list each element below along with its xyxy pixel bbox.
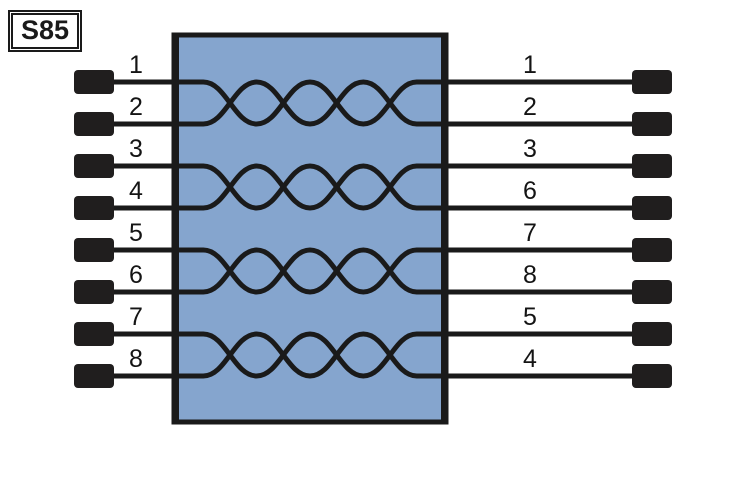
pin-label-group: 1 2 3 4 5 6 7 8 1 2 3 6 7 8 5 4	[129, 51, 537, 373]
right-pin-label-7: 7	[523, 219, 537, 247]
left-pin-label-7: 7	[129, 303, 143, 331]
figure-label-badge: S85	[8, 10, 83, 53]
right-connector-pad-1[interactable]	[632, 70, 672, 94]
right-pin-label-4: 4	[523, 345, 537, 373]
pair-3-4-strand-1	[187, 163, 433, 211]
pair-7-8-strand-1	[187, 331, 433, 379]
left-pin-label-2: 2	[129, 93, 143, 121]
right-pin-label-1: 1	[523, 51, 537, 79]
left-connector-pad-6[interactable]	[74, 280, 114, 304]
pair-7-8-strand-2	[187, 331, 433, 379]
left-connector-pad-4[interactable]	[74, 196, 114, 220]
right-pin-label-3: 3	[523, 135, 537, 163]
left-pin-label-3: 3	[129, 135, 143, 163]
right-connector-pad-2[interactable]	[632, 112, 672, 136]
right-connector-pad-5[interactable]	[632, 322, 672, 346]
right-connector-pad-6[interactable]	[632, 196, 672, 220]
right-pin-label-8: 8	[523, 261, 537, 289]
left-connector-group	[74, 70, 114, 388]
left-pin-label-5: 5	[129, 219, 143, 247]
right-connector-pad-3[interactable]	[632, 154, 672, 178]
left-connector-pad-1[interactable]	[74, 70, 114, 94]
left-connector-pad-8[interactable]	[74, 364, 114, 388]
pair-1-2-strand-1	[187, 79, 433, 127]
right-pin-label-6: 6	[523, 177, 537, 205]
left-pin-label-4: 4	[129, 177, 143, 205]
twisted-pair-group	[187, 79, 433, 379]
pair-5-6-strand-1	[187, 247, 433, 295]
right-connector-pad-7[interactable]	[632, 238, 672, 262]
left-connector-pad-7[interactable]	[74, 322, 114, 346]
left-pin-label-1: 1	[129, 51, 143, 79]
cable-body-group	[171, 32, 449, 425]
pair-5-6-strand-2	[187, 247, 433, 295]
left-pin-label-6: 6	[129, 261, 143, 289]
right-pin-label-5: 5	[523, 303, 537, 331]
right-connector-group	[632, 70, 672, 388]
wire-group	[112, 35, 636, 422]
pair-3-4-strand-2	[187, 163, 433, 211]
right-connector-pad-8[interactable]	[632, 280, 672, 304]
cable-body-rect	[171, 32, 449, 425]
pair-1-2-strand-2	[187, 79, 433, 127]
right-connector-pad-4[interactable]	[632, 364, 672, 388]
left-connector-pad-2[interactable]	[74, 112, 114, 136]
right-pin-label-2: 2	[523, 93, 537, 121]
left-connector-pad-3[interactable]	[74, 154, 114, 178]
figure-label-text: S85	[11, 13, 80, 50]
left-connector-pad-5[interactable]	[74, 238, 114, 262]
left-pin-label-8: 8	[129, 345, 143, 373]
